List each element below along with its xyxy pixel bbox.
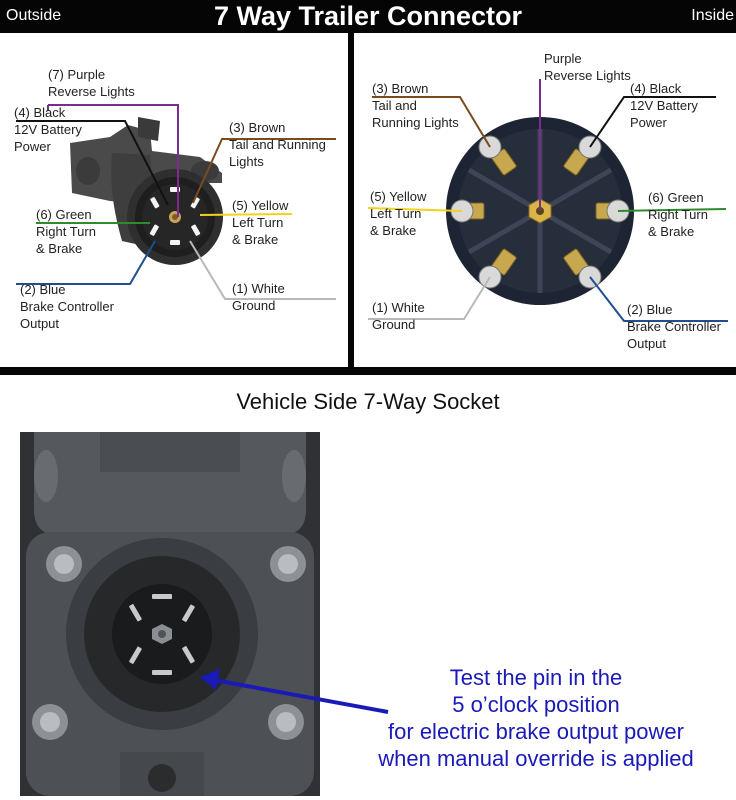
outside-black-label: (4) Black 12V Battery Power [14,105,82,154]
outside-brown-label: (3) Brown Tail and Running Lights [229,120,326,169]
note-text: Test the pin in the 5 o’clock position f… [378,665,694,771]
outside-purple-label: (7) Purple Reverse Lights [48,67,135,99]
inside-yellow-label: (5) Yellow Left Turn & Brake [370,189,427,238]
outside-white-label: (1) White Ground [232,281,285,313]
inside-green-label: (6) Green Right Turn & Brake [648,190,708,239]
outside-plug-diagram [16,104,336,300]
outside-view-panel: (7) Purple Reverse Lights (4) Black 12V … [0,33,354,367]
socket-title: Vehicle Side 7-Way Socket [236,389,500,414]
inside-white-label: (1) White Ground [372,300,425,332]
inside-heading: Inside [691,7,734,24]
outside-blue-label: (2) Blue Brake Controller Output [20,282,114,331]
inside-blue-label: (2) Blue Brake Controller Output [627,302,721,351]
header-bar: Outside 7 Way Trailer Connector Inside [0,0,736,33]
inside-plug-diagram [367,79,728,322]
inside-view-panel: Purple Reverse Lights (3) Brown Tail and… [354,33,736,367]
inside-purple-label: Purple Reverse Lights [544,51,631,83]
inside-black-label: (4) Black 12V Battery Power [630,81,698,130]
test-instruction-note: Test the pin in the 5 o’clock position f… [336,664,736,772]
outside-yellow-label: (5) Yellow Left Turn & Brake [232,198,289,247]
page-title: 7 Way Trailer Connector [213,1,523,31]
section-divider [0,367,736,375]
inside-brown-label: (3) Brown Tail and Running Lights [372,81,459,130]
outside-heading: Outside [6,7,62,24]
outside-green-label: (6) Green Right Turn & Brake [36,207,96,256]
vehicle-socket-photo [20,432,320,796]
bolt-heads [32,546,306,740]
